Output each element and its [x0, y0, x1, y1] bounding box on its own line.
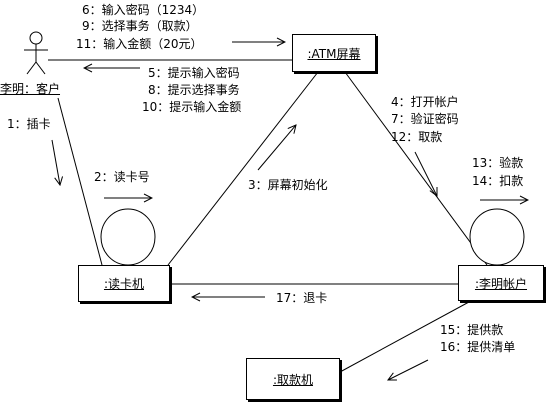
message-3: 3：屏幕初始化 — [248, 178, 328, 192]
self-link-account — [469, 208, 525, 266]
link-atm-cardreader — [167, 71, 319, 266]
message-17: 17：退卡 — [276, 291, 328, 305]
atm-screen-object: :ATM屏幕 — [292, 34, 376, 72]
cash-dispenser-label: :取款机 — [272, 372, 314, 387]
account-label: :李明帐户 — [474, 276, 528, 291]
message-16: 16：提供清单 — [440, 340, 516, 354]
arrow-msg-3 — [257, 125, 296, 171]
actor-label: 李明：客户 — [0, 80, 60, 97]
link-actor-cardreader — [57, 97, 103, 266]
message-10: 10：提示输入金额 — [142, 100, 242, 114]
message-13: 13：验款 — [472, 156, 524, 170]
link-atm-account — [344, 71, 488, 266]
arrow-msg-15-16 — [388, 359, 429, 380]
message-9: 9：选择事务（取款） — [82, 19, 198, 33]
actor-figure — [24, 31, 48, 75]
message-6: 6：输入密码（1234） — [82, 3, 205, 17]
cash-dispenser-object: :取款机 — [246, 358, 340, 400]
message-14: 14：扣款 — [472, 174, 524, 188]
arrow-msg-4-7-12 — [414, 151, 437, 196]
atm-screen-label: :ATM屏幕 — [307, 46, 361, 61]
message-7: 7：验证密码 — [391, 112, 459, 126]
actor-label-text: 李明：客户 — [0, 82, 61, 96]
message-4: 4：打开帐户 — [391, 95, 459, 109]
card-reader-label: :读卡机 — [103, 277, 145, 291]
account-object: :李明帐户 — [458, 265, 544, 301]
card-reader-object: :读卡机 — [78, 265, 170, 302]
message-5: 5：提示输入密码 — [148, 66, 240, 80]
message-8: 8：提示选择事务 — [148, 83, 240, 97]
message-2: 2：读卡号 — [94, 170, 150, 184]
message-1: 1：插卡 — [7, 117, 51, 131]
arrow-msg-1 — [51, 139, 60, 185]
message-15: 15：提供款 — [440, 323, 504, 337]
link-account-dispenser — [339, 295, 481, 373]
message-12: 12：取款 — [391, 130, 443, 144]
self-link-cardreader — [100, 208, 156, 266]
message-11: 11：输入金额（20元） — [76, 37, 203, 51]
